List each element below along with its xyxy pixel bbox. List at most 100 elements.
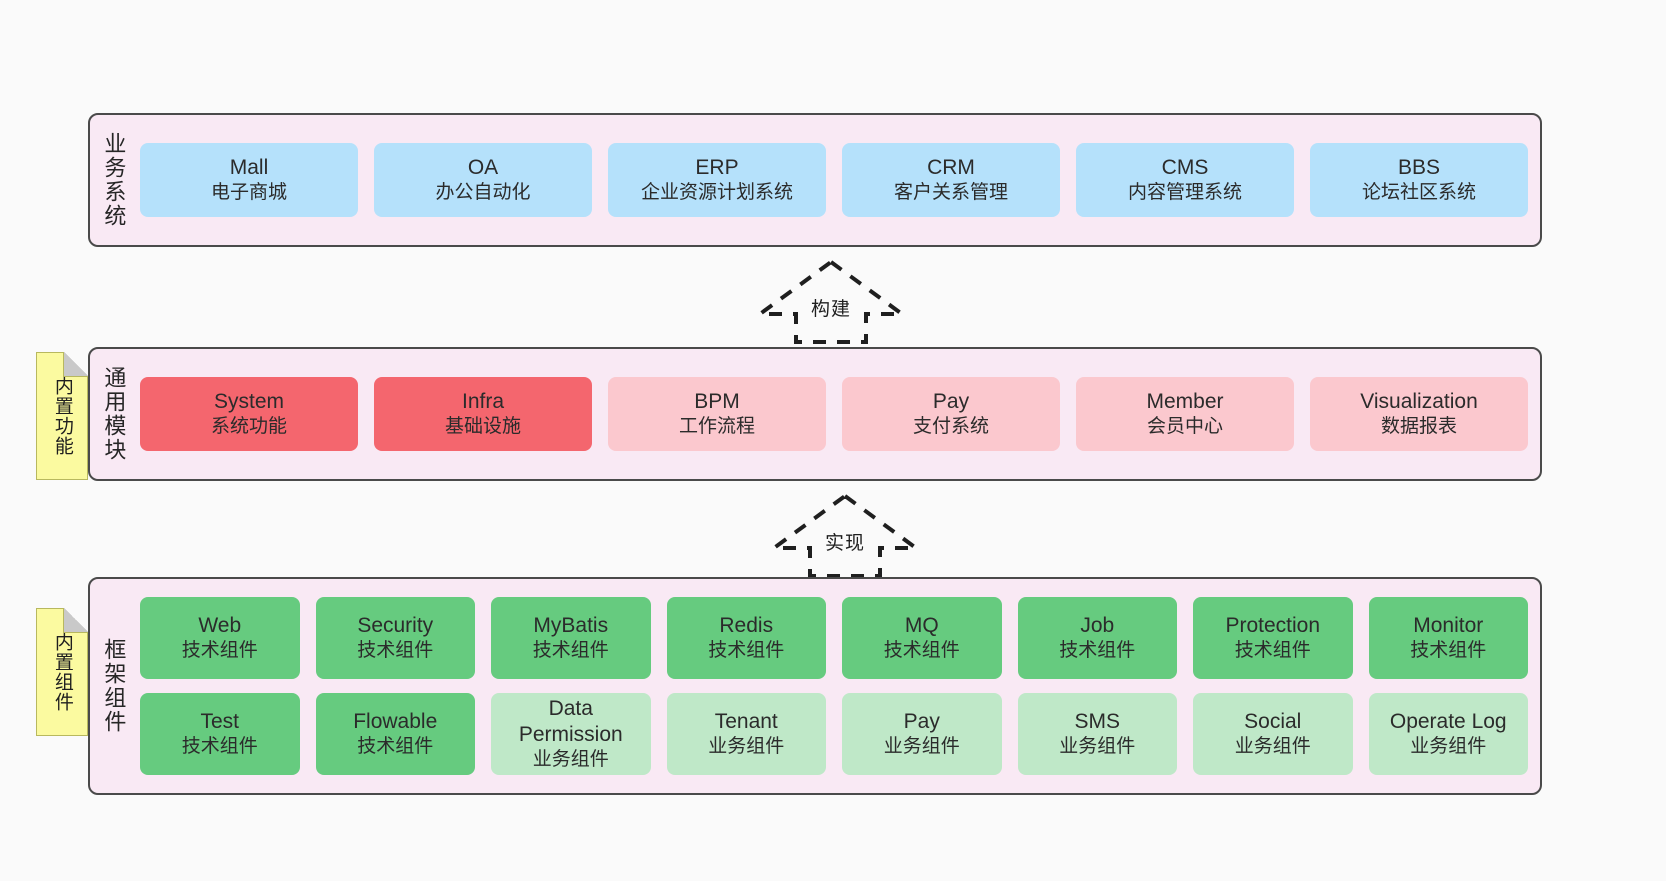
card-redis-subtitle: 技术组件 (708, 640, 785, 662)
card-member-title: Member (1146, 389, 1224, 413)
card-mybatis-subtitle: 技术组件 (532, 640, 609, 662)
card-operate-log[interactable]: Operate Log 业务组件 (1368, 693, 1528, 775)
card-monitor[interactable]: Monitor 技术组件 (1368, 597, 1528, 679)
card-pay-component[interactable]: Pay 业务组件 (842, 693, 1002, 775)
card-bbs-title: BBS (1397, 155, 1441, 179)
card-cms-title: CMS (1161, 155, 1209, 179)
layer-framework-components: 框架组件 Web 技术组件 Security 技术组件 MyBatis 技术组件… (88, 577, 1542, 795)
card-mq[interactable]: MQ 技术组件 (842, 597, 1002, 679)
card-flowable[interactable]: Flowable 技术组件 (315, 693, 475, 775)
card-infra-title: Infra (461, 389, 505, 413)
card-monitor-title: Monitor (1413, 613, 1484, 637)
card-crm-subtitle: 客户关系管理 (893, 182, 1008, 204)
card-erp[interactable]: ERP 企业资源计划系统 (608, 143, 826, 217)
card-redis-title: Redis (719, 613, 774, 637)
arrow-build: 构建 (753, 258, 909, 344)
layer-common-modules-label: 通用模块 (101, 366, 127, 462)
layer-framework-components-label: 框架组件 (101, 638, 127, 734)
card-member[interactable]: Member 会员中心 (1076, 377, 1294, 451)
card-mybatis[interactable]: MyBatis 技术组件 (491, 597, 651, 679)
card-job[interactable]: Job 技术组件 (1017, 597, 1177, 679)
card-mybatis-title: MyBatis (533, 613, 609, 637)
card-infra[interactable]: Infra 基础设施 (374, 377, 592, 451)
note-builtin-functions: 内置功能 (36, 352, 88, 480)
card-web-title: Web (198, 613, 242, 637)
card-social-title: Social (1244, 709, 1302, 733)
card-bbs[interactable]: BBS 论坛社区系统 (1310, 143, 1528, 217)
card-bpm-subtitle: 工作流程 (678, 416, 755, 438)
card-member-subtitle: 会员中心 (1146, 416, 1223, 438)
card-data-permission-title: Data Permission (518, 696, 623, 747)
card-job-title: Job (1080, 613, 1115, 637)
card-oa-title: OA (467, 155, 499, 179)
card-pay-module-title: Pay (932, 389, 970, 413)
card-web-subtitle: 技术组件 (181, 640, 258, 662)
card-oa-subtitle: 办公自动化 (435, 182, 531, 204)
card-flowable-title: Flowable (353, 709, 438, 733)
card-mall[interactable]: Mall 电子商城 (140, 143, 358, 217)
card-system-title: System (213, 389, 284, 413)
card-tenant-subtitle: 业务组件 (708, 736, 785, 758)
layer-framework-components-body: Web 技术组件 Security 技术组件 MyBatis 技术组件 Redi… (136, 579, 1540, 793)
card-system[interactable]: System 系统功能 (140, 377, 358, 451)
card-operate-log-subtitle: 业务组件 (1410, 736, 1487, 758)
card-web[interactable]: Web 技术组件 (140, 597, 300, 679)
card-security-title: Security (357, 613, 434, 637)
card-mall-subtitle: 电子商城 (210, 182, 287, 204)
card-job-subtitle: 技术组件 (1059, 640, 1136, 662)
card-test[interactable]: Test 技术组件 (140, 693, 300, 775)
note-builtin-components: 内置组件 (36, 608, 88, 736)
card-social[interactable]: Social 业务组件 (1193, 693, 1353, 775)
card-protection-title: Protection (1225, 613, 1321, 637)
arrow-implement-label: 实现 (824, 533, 865, 554)
card-tenant[interactable]: Tenant 业务组件 (666, 693, 826, 775)
card-system-subtitle: 系统功能 (210, 416, 287, 438)
layer-common-modules-body: System 系统功能 Infra 基础设施 BPM 工作流程 Pay 支付系统… (136, 349, 1540, 479)
card-operate-log-title: Operate Log (1389, 709, 1507, 733)
card-tenant-title: Tenant (714, 709, 778, 733)
card-sms-subtitle: 业务组件 (1059, 736, 1136, 758)
card-crm[interactable]: CRM 客户关系管理 (842, 143, 1060, 217)
card-pay-component-title: Pay (903, 709, 940, 733)
card-flowable-subtitle: 技术组件 (357, 736, 434, 758)
card-crm-title: CRM (927, 155, 975, 179)
common-modules-row: System 系统功能 Infra 基础设施 BPM 工作流程 Pay 支付系统… (140, 377, 1528, 451)
card-visualization[interactable]: Visualization 数据报表 (1310, 377, 1528, 451)
card-pay-module-subtitle: 支付系统 (912, 416, 989, 438)
card-cms-subtitle: 内容管理系统 (1127, 182, 1242, 204)
card-sms[interactable]: SMS 业务组件 (1017, 693, 1177, 775)
card-bpm-title: BPM (694, 389, 740, 413)
card-pay-component-subtitle: 业务组件 (883, 736, 960, 758)
card-pay-module[interactable]: Pay 支付系统 (842, 377, 1060, 451)
card-redis[interactable]: Redis 技术组件 (666, 597, 826, 679)
card-security-subtitle: 技术组件 (357, 640, 434, 662)
card-protection[interactable]: Protection 技术组件 (1193, 597, 1353, 679)
card-data-permission[interactable]: Data Permission 业务组件 (491, 693, 651, 775)
card-visualization-title: Visualization (1360, 389, 1478, 413)
card-bbs-subtitle: 论坛社区系统 (1361, 182, 1476, 204)
framework-components-row-2: Test 技术组件 Flowable 技术组件 Data Permission … (140, 693, 1528, 775)
card-bpm[interactable]: BPM 工作流程 (608, 377, 826, 451)
card-oa[interactable]: OA 办公自动化 (374, 143, 592, 217)
card-infra-subtitle: 基础设施 (444, 416, 521, 438)
card-data-permission-subtitle: 业务组件 (532, 749, 609, 771)
card-erp-title: ERP (695, 155, 739, 179)
card-cms[interactable]: CMS 内容管理系统 (1076, 143, 1294, 217)
card-test-subtitle: 技术组件 (181, 736, 258, 758)
card-security[interactable]: Security 技术组件 (315, 597, 475, 679)
arrow-build-label: 构建 (810, 299, 851, 320)
card-protection-subtitle: 技术组件 (1234, 640, 1311, 662)
layer-business-systems-body: Mall 电子商城 OA 办公自动化 ERP 企业资源计划系统 CRM 客户关系… (136, 115, 1540, 245)
card-visualization-subtitle: 数据报表 (1380, 416, 1457, 438)
card-mq-subtitle: 技术组件 (883, 640, 960, 662)
card-mall-title: Mall (229, 155, 269, 179)
layer-common-modules: 通用模块 System 系统功能 Infra 基础设施 BPM 工作流程 Pay… (88, 347, 1542, 481)
card-erp-subtitle: 企业资源计划系统 (640, 182, 793, 204)
layer-business-systems-label: 业务系统 (101, 132, 127, 228)
card-mq-title: MQ (904, 613, 939, 637)
framework-components-row-1: Web 技术组件 Security 技术组件 MyBatis 技术组件 Redi… (140, 597, 1528, 679)
card-social-subtitle: 业务组件 (1234, 736, 1311, 758)
business-systems-row: Mall 电子商城 OA 办公自动化 ERP 企业资源计划系统 CRM 客户关系… (140, 143, 1528, 217)
card-sms-title: SMS (1074, 709, 1120, 733)
